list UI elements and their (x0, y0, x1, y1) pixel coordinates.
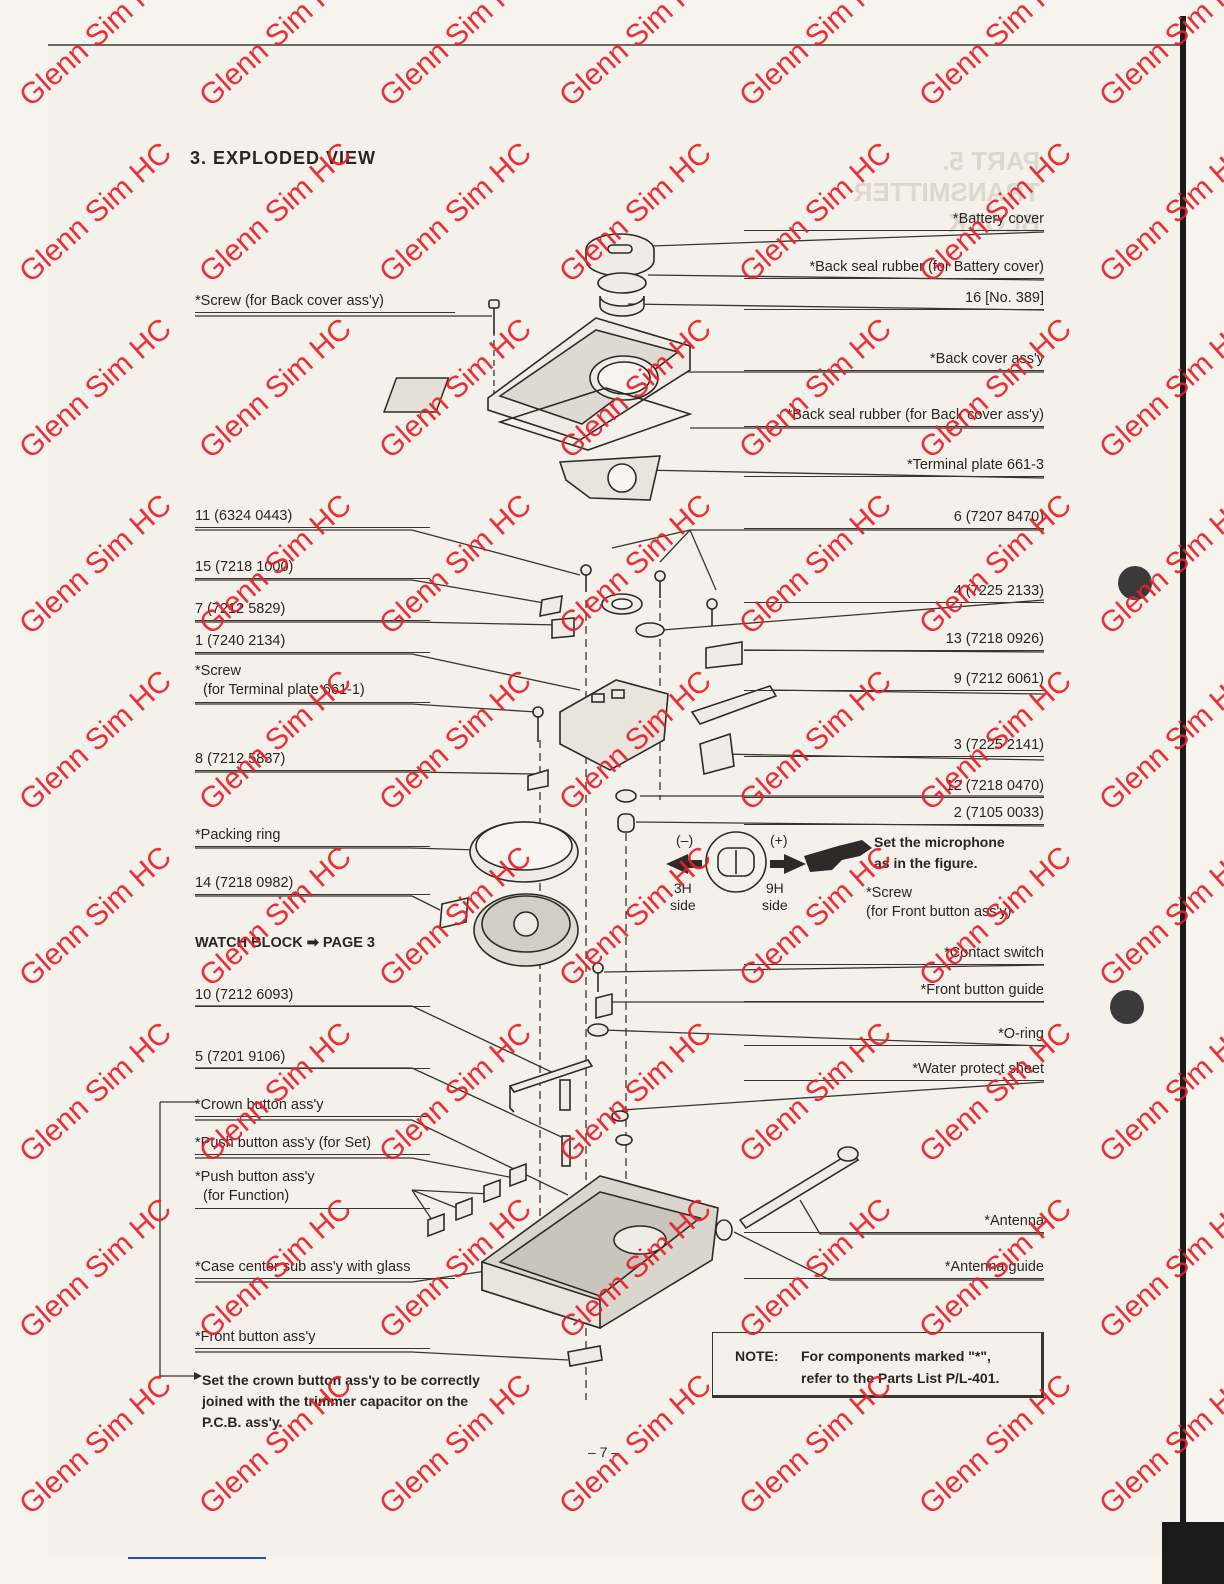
mic-minus: (–) (676, 832, 694, 848)
label-part-10: 10 (7212 6093) (195, 986, 430, 1007)
label-terminal-plate-661-3: *Terminal plate 661-3 (744, 456, 1044, 477)
label-part-16: 16 [No. 389] (744, 289, 1044, 310)
scan-mark (128, 1557, 266, 1559)
label-part-3: 3 (7225 2141) (744, 736, 1044, 757)
label-screw-terminal-line2: (for Terminal plate 661-1) (203, 682, 365, 698)
mic-plus: (+) (770, 832, 788, 848)
label-back-seal-rubber-back-cover: *Back seal rubber (for Back cover ass'y) (744, 406, 1044, 427)
watch-block-text: WATCH BLOCK (195, 935, 303, 951)
label-case-center: *Case center sub ass'y with glass (195, 1258, 455, 1279)
label-push-button-set: *Push button ass'y (for Set) (195, 1134, 430, 1155)
punch-hole (1110, 990, 1144, 1024)
label-part-14: 14 (7218 0982) (195, 874, 430, 895)
label-screw-front-line2: (for Front button ass'y) (866, 904, 1012, 920)
crown-note-line2: joined with the trimmer capacitor on the (202, 1393, 469, 1409)
label-screw-terminal-line1: *Screw (195, 663, 241, 679)
label-part-2: 2 (7105 0033) (744, 804, 1044, 825)
label-push-button-function-line2: (for Function) (203, 1188, 290, 1204)
mic-left-side: 3H side (670, 880, 696, 914)
mic-left-side-2: side (670, 897, 696, 913)
label-antenna: *Antenna (744, 1212, 1044, 1233)
label-screw-terminal: *Screw (for Terminal plate 661-1) (195, 662, 430, 703)
label-back-seal-rubber-battery: *Back seal rubber (for Battery cover) (744, 258, 1044, 279)
label-part-8: 8 (7212 5837) (195, 750, 430, 771)
label-contact-switch: *Contact switch (744, 944, 1044, 965)
page-number: – 7 – (588, 1444, 620, 1460)
label-crown-button: *Crown button ass'y (195, 1096, 430, 1117)
label-watch-block: WATCH BLOCK ➡ PAGE 3 (195, 934, 455, 954)
mic-note-1: Set the microphone (874, 834, 1005, 850)
label-water-protect-sheet: *Water protect sheet (744, 1060, 1044, 1081)
note-text: For components marked "*", refer to the … (801, 1345, 999, 1389)
label-antenna-guide: *Antenna guide (744, 1258, 1044, 1279)
label-o-ring: *O-ring (744, 1025, 1044, 1046)
label-battery-cover: *Battery cover (744, 210, 1044, 231)
label-push-button-function: *Push button ass'y (for Function) (195, 1168, 430, 1209)
arrow-right-icon: ➡ (306, 935, 319, 951)
label-part-12: 12 (7218 0470) (744, 777, 1044, 798)
label-part-5: 5 (7201 9106) (195, 1048, 430, 1069)
note-tag: NOTE: (735, 1348, 779, 1364)
mic-left-side-1: 3H (673, 880, 692, 896)
scan-edge (1180, 16, 1186, 1584)
label-part-4: 4 (7225 2133) (744, 582, 1044, 603)
mic-right-side-2: side (762, 897, 788, 913)
crown-note: Set the crown button ass'y to be correct… (202, 1370, 480, 1433)
punch-hole (1118, 566, 1152, 600)
label-part-13: 13 (7218 0926) (744, 630, 1044, 651)
label-push-button-function-line1: *Push button ass'y (195, 1169, 315, 1185)
crown-note-line3: P.C.B. ass'y. (202, 1414, 283, 1430)
watch-block-page: PAGE 3 (322, 935, 375, 951)
label-part-15: 15 (7218 1000) (195, 558, 430, 579)
label-screw-front-line1: *Screw (866, 885, 912, 901)
mic-right-side-1: 9H (765, 880, 784, 896)
note-box: NOTE: For components marked "*", refer t… (712, 1332, 1044, 1398)
section-title: 3. EXPLODED VIEW (190, 148, 377, 168)
label-packing-ring: *Packing ring (195, 826, 430, 847)
note-line1: For components marked "*", (801, 1348, 991, 1364)
mic-note-2: as in the figure. (874, 855, 978, 871)
label-back-cover: *Back cover ass'y (744, 350, 1044, 371)
note-line2: refer to the Parts List P/L-401. (801, 1370, 1000, 1386)
label-front-button-guide: *Front button guide (744, 981, 1044, 1002)
label-screw-front: *Screw (for Front button ass'y) (866, 884, 1046, 924)
label-front-button: *Front button ass'y (195, 1328, 430, 1349)
label-part-11: 11 (6324 0443) (195, 507, 430, 528)
label-part-7: 7 (7212 5829) (195, 600, 430, 621)
label-part-1: 1 (7240 2134) (195, 632, 430, 653)
scan-corner (1162, 1522, 1224, 1584)
mic-note: Set the microphone as in the figure. (874, 832, 1005, 874)
mic-right-side: 9H side (762, 880, 788, 914)
label-screw-back-cover: *Screw (for Back cover ass'y) (195, 292, 455, 313)
crown-note-line1: Set the crown button ass'y to be correct… (202, 1372, 480, 1388)
label-part-6: 6 (7207 8470) (744, 508, 1044, 529)
label-part-9: 9 (7212 6061) (744, 670, 1044, 691)
